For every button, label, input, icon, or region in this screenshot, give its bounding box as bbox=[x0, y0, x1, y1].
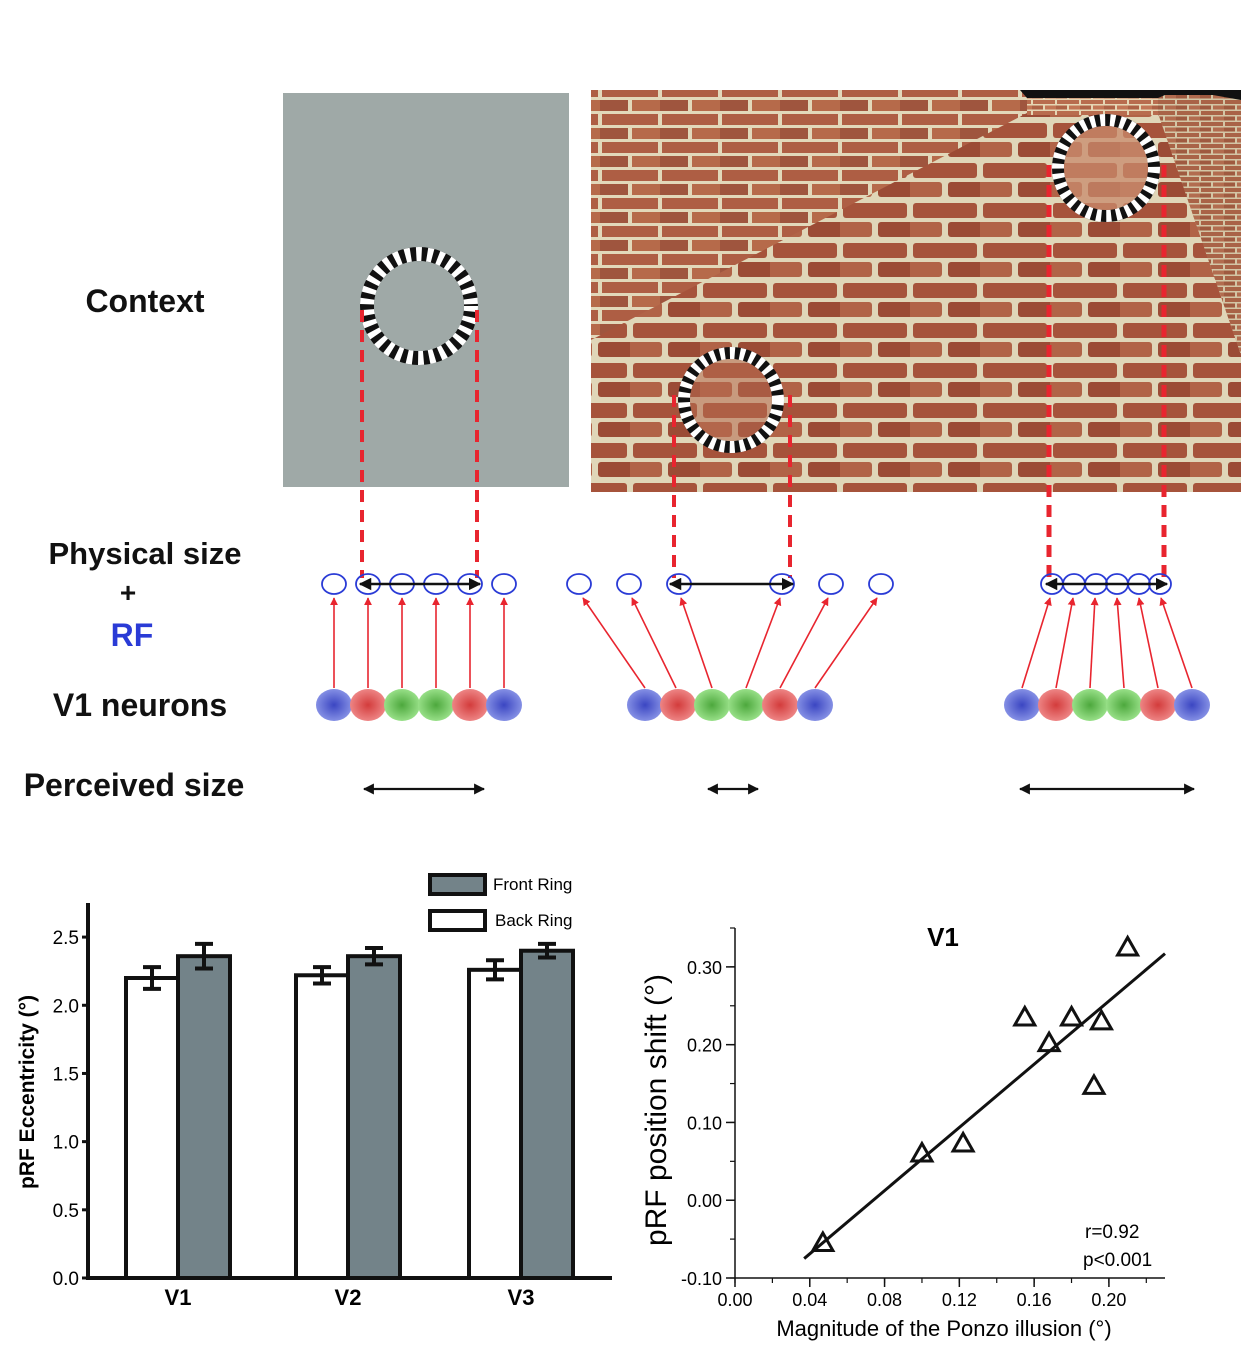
scatter-y-axis-label: pRF position shift (°) bbox=[640, 974, 673, 1246]
scatter-x-tick-label: 0.12 bbox=[942, 1290, 977, 1310]
legend-swatch-front bbox=[428, 873, 487, 896]
bar-category-label: V3 bbox=[508, 1285, 535, 1310]
scatter-x-axis-label: Magnitude of the Ponzo illusion (°) bbox=[776, 1316, 1111, 1341]
annotation-r: r=0.92 bbox=[1085, 1222, 1139, 1243]
legend-label-front: Front Ring bbox=[493, 875, 572, 894]
bar-y-tick-label: 2.0 bbox=[53, 996, 79, 1017]
scatter-point bbox=[1012, 1004, 1038, 1027]
scatter-y-tick-label: 0.10 bbox=[687, 1113, 722, 1133]
scatter-y-tick-label: 0.30 bbox=[687, 958, 722, 978]
ring-back bbox=[1052, 114, 1160, 222]
bar-y-tick-label: 1.0 bbox=[53, 1133, 79, 1154]
bar-legend: Front Ring Back Ring bbox=[428, 873, 572, 932]
scatter-point bbox=[1058, 1004, 1085, 1027]
scatter-y-tick-label: 0.20 bbox=[687, 1036, 722, 1056]
scatter-y-tick-label: -0.10 bbox=[681, 1269, 722, 1289]
label-plus: + bbox=[120, 577, 136, 608]
scatter-point bbox=[1088, 1008, 1115, 1031]
bar-y-tick-label: 2.5 bbox=[53, 928, 79, 949]
scatter-title: V1 bbox=[927, 922, 959, 952]
bar-chart: Front Ring Back Ring pRF Eccentricity (°… bbox=[16, 873, 612, 1310]
neuron-group-right bbox=[1004, 689, 1210, 721]
bar-y-tick-label: 0.0 bbox=[53, 1269, 79, 1290]
label-v1-neurons: V1 neurons bbox=[53, 687, 227, 723]
label-perceived-size: Perceived size bbox=[24, 767, 245, 803]
bar-y-tick-label: 1.5 bbox=[53, 1064, 79, 1085]
ring-front bbox=[678, 347, 784, 453]
scatter-y-tick-label: 0.00 bbox=[687, 1191, 722, 1211]
label-physical-size: Physical size bbox=[48, 536, 241, 571]
bar-V3-back-ring bbox=[467, 967, 523, 1280]
bar-y-tick-label: 0.5 bbox=[53, 1201, 79, 1222]
legend-swatch-back bbox=[428, 909, 487, 932]
v1-neurons bbox=[316, 689, 1210, 721]
scatter-point bbox=[1036, 1030, 1062, 1053]
neuron-group-left bbox=[316, 689, 522, 721]
neuron-rf-arrows bbox=[330, 597, 1193, 689]
bar-V1-front-ring bbox=[176, 954, 232, 1280]
label-context: Context bbox=[85, 283, 204, 319]
schematic-panel: Context Physical size + RF V1 neurons Pe… bbox=[24, 90, 1241, 803]
legend-label-back: Back Ring bbox=[495, 911, 572, 930]
scatter-point bbox=[909, 1140, 935, 1163]
scatter-point bbox=[810, 1229, 836, 1252]
scatter-point bbox=[1115, 934, 1141, 957]
ring-gray bbox=[360, 247, 478, 365]
bar-y-axis-label: pRF Eccentricity (°) bbox=[16, 995, 39, 1189]
scatter-chart: V1 pRF position shift (°) Magnitude of t… bbox=[640, 922, 1166, 1341]
regression-line bbox=[803, 952, 1166, 1260]
neuron-group-middle bbox=[627, 689, 833, 721]
scatter-x-tick-label: 0.20 bbox=[1091, 1290, 1126, 1310]
bar-V3-front-ring bbox=[519, 948, 575, 1281]
annotation-p: p<0.001 bbox=[1083, 1250, 1152, 1271]
label-rf: RF bbox=[111, 617, 154, 653]
scatter-x-tick-label: 0.04 bbox=[792, 1290, 827, 1310]
scatter-point bbox=[1081, 1072, 1107, 1095]
scatter-x-tick-label: 0.16 bbox=[1017, 1290, 1052, 1310]
bar-V2-back-ring bbox=[294, 973, 350, 1280]
bar-V1-back-ring bbox=[124, 976, 180, 1280]
scatter-point bbox=[950, 1130, 976, 1153]
bar-V2-front-ring bbox=[346, 954, 402, 1280]
bar-category-label: V2 bbox=[335, 1285, 362, 1310]
scatter-x-tick-label: 0.00 bbox=[717, 1290, 752, 1310]
bar-category-label: V1 bbox=[165, 1285, 192, 1310]
scatter-x-tick-label: 0.08 bbox=[867, 1290, 902, 1310]
projection-dashed-lines bbox=[360, 165, 1167, 578]
